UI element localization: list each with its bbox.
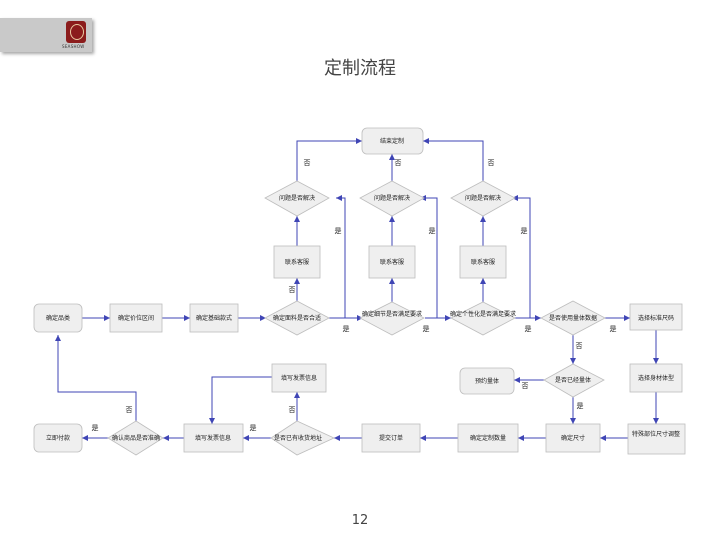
- box-contact-service-3: 联系客服: [459, 245, 507, 279]
- svg-text:是否已有收货地址: 是否已有收货地址: [274, 434, 322, 442]
- slide-title: 定制流程: [324, 58, 396, 79]
- svg-text:问题是否解决: 问题是否解决: [465, 194, 501, 202]
- label-yes: 是: [525, 325, 532, 333]
- svg-text:选择标准尺码: 选择标准尺码: [638, 314, 674, 322]
- box-contact-service-1: 联系客服: [273, 245, 321, 279]
- label-no: 否: [289, 286, 296, 294]
- svg-text:联系客服: 联系客服: [285, 258, 309, 266]
- svg-text:确定价位区间: 确定价位区间: [118, 314, 154, 322]
- label-yes: 是: [343, 325, 350, 333]
- label-yes: 是: [577, 402, 584, 410]
- label-no: 否: [522, 382, 529, 390]
- logo-text: SEASHOW: [62, 44, 85, 49]
- box-body-type: 选择身材体型: [629, 363, 683, 393]
- box-pay: 立即付款: [33, 423, 83, 453]
- brand-logo-icon: [66, 21, 86, 43]
- svg-text:问题是否解决: 问题是否解决: [374, 194, 410, 202]
- box-appointment: 预约量体: [459, 367, 515, 395]
- decision-detail: 确定细节是否满足要求: [359, 301, 425, 336]
- svg-text:立即付款: 立即付款: [46, 434, 70, 442]
- label-yes: 是: [423, 325, 430, 333]
- box-quantity: 确定定制数量: [457, 423, 519, 453]
- decision-q2: 问题是否解决: [359, 180, 425, 217]
- box-special-adjust: 特殊部位尺寸调整: [627, 423, 686, 455]
- label-no: 否: [289, 406, 296, 414]
- label-no: 否: [576, 342, 583, 350]
- box-category: 确定品类: [33, 303, 83, 333]
- label-yes: 是: [610, 325, 617, 333]
- svg-text:问题是否解决: 问题是否解决: [279, 194, 315, 202]
- label-no: 否: [304, 159, 311, 167]
- page-number: 12: [351, 513, 369, 528]
- decision-ready: 确认商品是否准确: [107, 420, 164, 456]
- decision-has-address: 是否已有收货地址: [270, 420, 335, 456]
- svg-text:预约量体: 预约量体: [475, 377, 499, 385]
- decision-fabric: 确定面料是否合适: [264, 300, 330, 336]
- svg-text:确定基础款式: 确定基础款式: [196, 314, 232, 322]
- node-end: 结束定制: [361, 127, 424, 155]
- svg-text:确认商品是否准确: 确认商品是否准确: [112, 434, 160, 442]
- svg-text:是否使用量体数据: 是否使用量体数据: [549, 314, 597, 322]
- svg-text:确定细节是否满足要求: 确定细节是否满足要求: [362, 310, 422, 318]
- svg-text:结束定制: 结束定制: [380, 137, 404, 145]
- box-confirm-size: 确定尺寸: [545, 423, 601, 453]
- svg-text:填写发票信息: 填写发票信息: [281, 374, 317, 382]
- svg-text:联系客服: 联系客服: [471, 258, 495, 266]
- label-yes: 是: [521, 227, 528, 235]
- svg-text:确定个性化是否满足要求: 确定个性化是否满足要求: [450, 310, 516, 318]
- svg-text:确定定制数量: 确定定制数量: [470, 434, 506, 442]
- label-no: 否: [126, 406, 133, 414]
- svg-text:是否已经量体: 是否已经量体: [555, 376, 591, 384]
- decision-q3: 问题是否解决: [450, 180, 516, 217]
- svg-text:确定品类: 确定品类: [46, 314, 70, 322]
- box-invoice: 填写发票信息: [183, 423, 244, 453]
- svg-text:确定尺寸: 确定尺寸: [561, 434, 585, 442]
- branch-labels: 否 否 否 是 是 是 否 是 是 是 是 否 否 是 否 是 否 是: [92, 159, 617, 432]
- box-submit-order: 提交订单: [361, 423, 421, 453]
- label-yes: 是: [429, 227, 436, 235]
- logo-bar: SEASHOW: [0, 18, 92, 52]
- svg-text:特殊部位尺寸调整: 特殊部位尺寸调整: [632, 430, 680, 438]
- decision-personal: 确定个性化是否满足要求: [450, 301, 516, 336]
- box-contact-service-2: 联系客服: [368, 245, 416, 279]
- svg-text:联系客服: 联系客服: [380, 258, 404, 266]
- label-yes: 是: [92, 424, 99, 432]
- decision-q1: 问题是否解决: [264, 180, 330, 217]
- box-standard-size: 选择标准尺码: [629, 303, 683, 331]
- box-price: 确定价位区间: [109, 303, 163, 333]
- label-yes: 是: [335, 227, 342, 235]
- svg-text:确定面料是否合适: 确定面料是否合适: [273, 314, 321, 322]
- svg-text:提交订单: 提交订单: [379, 434, 403, 442]
- arrowheads: [55, 138, 659, 441]
- svg-text:填写发票信息: 填写发票信息: [195, 434, 231, 442]
- label-no: 否: [395, 159, 402, 167]
- svg-text:选择身材体型: 选择身材体型: [638, 374, 674, 382]
- decision-measured: 是否已经量体: [543, 363, 605, 398]
- label-yes: 是: [250, 424, 257, 432]
- box-style: 确定基础款式: [189, 303, 239, 333]
- decision-use-body-data: 是否使用量体数据: [540, 300, 606, 336]
- box-address-info: 填写发票信息: [271, 363, 327, 393]
- label-no: 否: [488, 159, 495, 167]
